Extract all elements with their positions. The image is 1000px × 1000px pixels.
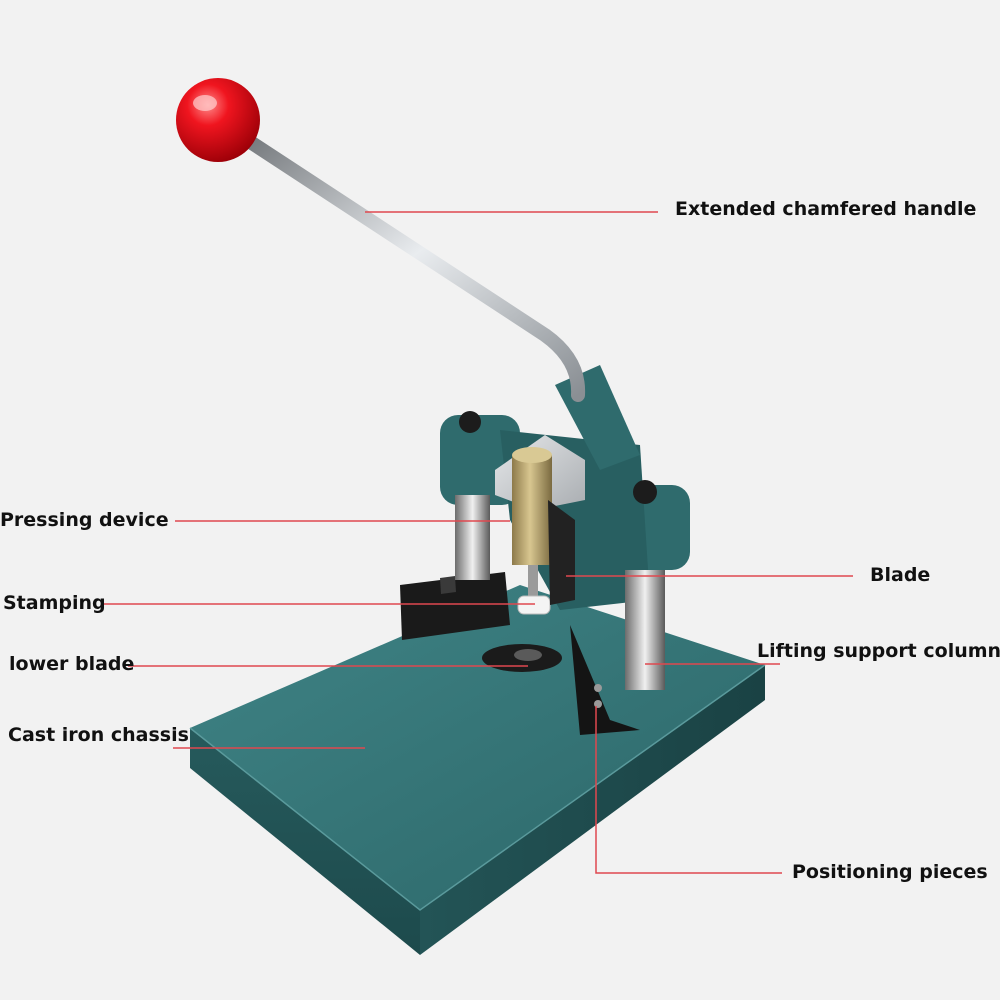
blade-part xyxy=(548,500,575,605)
label-stamping: Stamping xyxy=(3,592,106,614)
label-extended-chamfered-handle: Extended chamfered handle xyxy=(675,198,977,220)
paper-guide xyxy=(400,572,510,640)
label-lower-blade: lower blade xyxy=(9,653,135,675)
base-chassis xyxy=(189,585,766,955)
label-cast-iron-chassis: Cast iron chassis xyxy=(8,724,189,746)
label-blade: Blade xyxy=(870,564,931,586)
pressing-device-part xyxy=(495,435,585,600)
stamping-part xyxy=(517,595,551,615)
label-lifting-support-column: Lifting support column xyxy=(757,640,1000,662)
label-positioning-pieces: Positioning pieces xyxy=(792,861,988,883)
label-pressing-device: Pressing device xyxy=(0,509,169,531)
spring-left xyxy=(455,495,490,580)
lever-arm xyxy=(225,123,640,470)
handle-knob xyxy=(176,78,260,162)
leader-lines xyxy=(103,211,853,874)
lower-blade-part xyxy=(482,644,562,672)
spring-right xyxy=(625,570,665,690)
leader-line-positioning xyxy=(595,706,782,874)
